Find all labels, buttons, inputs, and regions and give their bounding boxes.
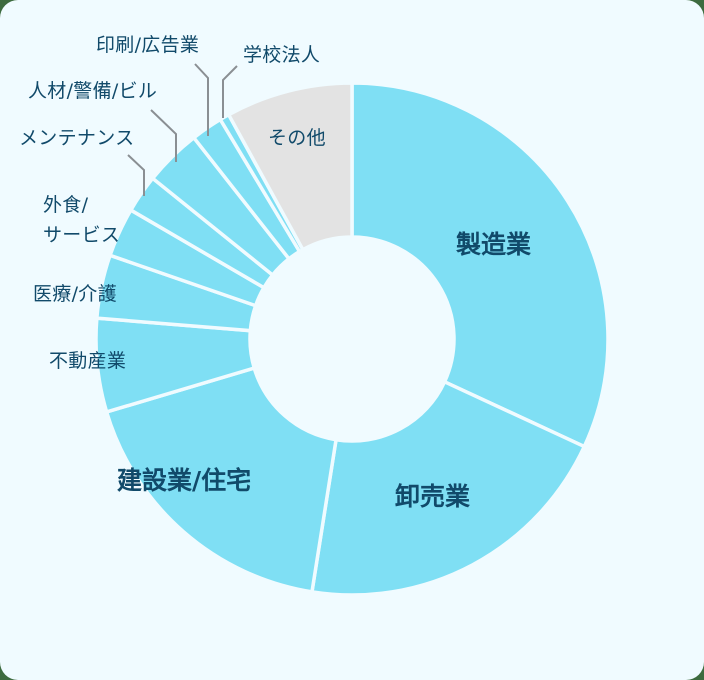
- donut-slice: [309, 379, 587, 597]
- label-school: 学校法人: [243, 44, 321, 66]
- label-food-service-line2: サービス: [43, 224, 121, 246]
- label-manufacturing: 製造業: [456, 230, 532, 259]
- label-maintenance: メンテナンス: [19, 127, 135, 149]
- donut-slice: [226, 81, 354, 252]
- leader-line-school: [222, 65, 238, 118]
- leader-line-maintenance: [127, 154, 145, 196]
- label-medical: 医療/介護: [33, 283, 117, 305]
- donut-slice: [104, 365, 339, 594]
- donut-slice: [350, 81, 610, 449]
- leader-lines: [127, 63, 238, 196]
- leader-line-printing: [194, 63, 209, 136]
- label-wholesale: 卸売業: [395, 482, 471, 511]
- leader-line-staffing: [150, 109, 177, 162]
- label-construction: 建設業/住宅: [117, 466, 252, 495]
- label-printing: 印刷/広告業: [96, 34, 200, 56]
- label-real-estate: 不動産業: [49, 350, 127, 372]
- donut-slices: [94, 81, 610, 597]
- label-staffing: 人材/警備/ビル: [28, 80, 158, 102]
- label-other: その他: [268, 127, 326, 149]
- label-food-service-line1: 外食/: [43, 194, 89, 216]
